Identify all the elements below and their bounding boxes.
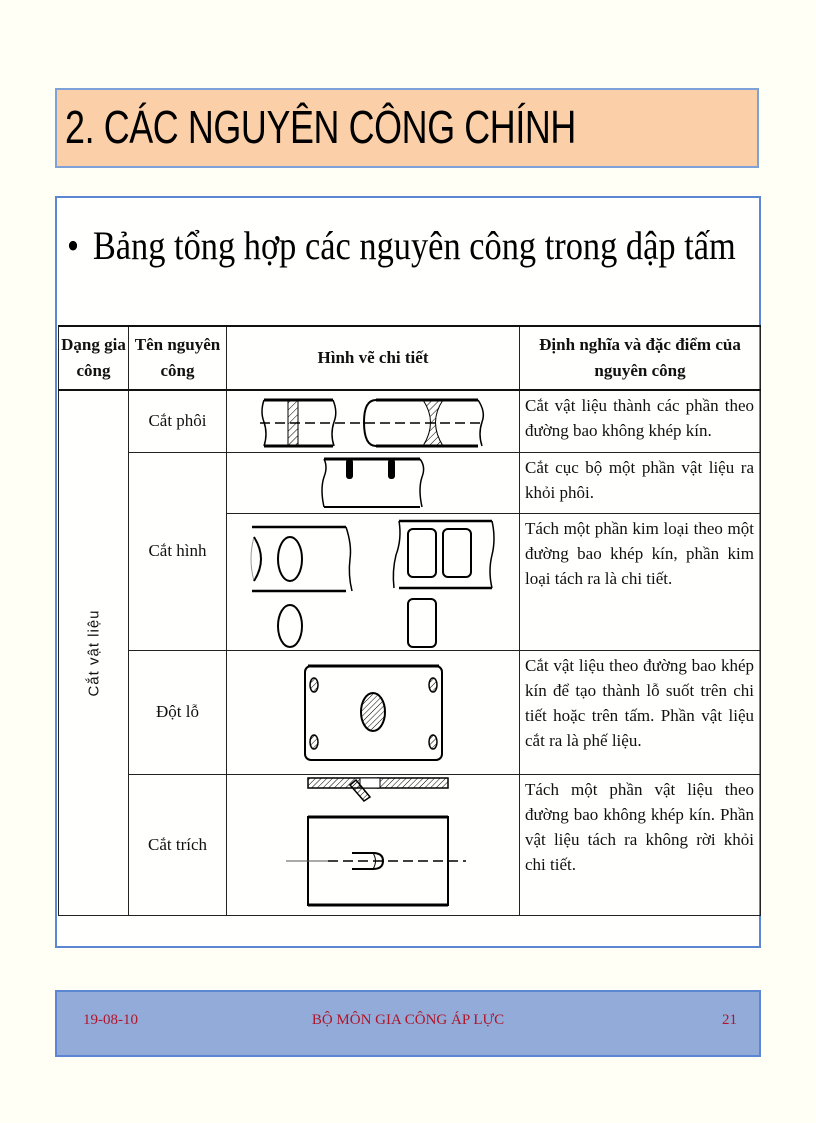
table-row: Tách một phần kim loại theo một đường ba… xyxy=(59,512,761,651)
operation-name: Cắt hình xyxy=(128,451,227,651)
lancing-diagram xyxy=(226,773,520,916)
cutting-blank-diagram xyxy=(226,389,520,453)
content-box: • Bảng tổng hợp các nguyên công trong dập… xyxy=(55,196,761,948)
slide-title: 2. CÁC NGUYÊN CÔNG CHÍNH xyxy=(65,101,576,153)
lancing-diagram-icon xyxy=(286,776,466,906)
bullet-text: Bảng tổng hợp các nguyên công trong dập … xyxy=(92,223,736,268)
footer-page-number: 21 xyxy=(722,1012,737,1028)
table-row: Cắt vật liệu Cắt phôi xyxy=(58,389,761,916)
table-row: Cắt trích xyxy=(59,773,761,916)
blanking-diagram-icon xyxy=(250,519,495,648)
blanking-diagram xyxy=(226,512,520,651)
header-definition: Định nghĩa và đặc điểm của nguyên công xyxy=(519,325,761,391)
operation-name: Đột lỗ xyxy=(128,649,227,775)
notching-diagram-icon xyxy=(321,457,425,508)
notching-diagram xyxy=(226,451,520,514)
punching-diagram-icon xyxy=(304,664,443,761)
punching-diagram xyxy=(226,649,520,775)
bullet-heading: • Bảng tổng hợp các nguyên công trong dập… xyxy=(67,222,736,269)
operation-name: Cắt phôi xyxy=(128,389,227,453)
operation-definition: Tách một phần kim loại theo một đường ba… xyxy=(519,512,761,651)
operations-table: Dạng gia công Tên nguyên công Hình vẽ ch… xyxy=(58,325,761,916)
operation-definition: Cắt vật liệu thành các phần theo đường b… xyxy=(519,389,761,453)
slide-title-box: 2. CÁC NGUYÊN CÔNG CHÍNH xyxy=(55,88,759,168)
operation-name: Cắt trích xyxy=(128,773,227,916)
cutting-blank-diagram-icon xyxy=(260,398,485,448)
operation-definition: Cắt vật liệu theo đường bao khép kín để … xyxy=(519,649,761,775)
header-name: Tên nguyên công xyxy=(128,325,227,391)
header-type: Dạng gia công xyxy=(58,325,129,391)
table-row: Đột lỗ Cắt vật liệu th xyxy=(59,649,761,775)
group-label: Cắt vật liệu xyxy=(85,609,102,697)
header-figure: Hình vẽ chi tiết xyxy=(226,325,520,391)
group-cell: Cắt vật liệu xyxy=(58,389,129,916)
operation-definition: Tách một phần vật liệu theo đường bao kh… xyxy=(519,773,761,916)
table-row: Cắt hình Cắt cục bộ một phần vật liệu ra… xyxy=(59,451,761,651)
footer-department: BỘ MÔN GIA CÔNG ÁP LỰC xyxy=(311,1012,505,1028)
footer-date: 19-08-10 xyxy=(83,1012,138,1028)
operation-definition: Cắt cục bộ một phần vật liệu ra khỏi phô… xyxy=(519,451,761,514)
slide-footer: 19-08-10 BỘ MÔN GIA CÔNG ÁP LỰC 21 xyxy=(55,990,761,1057)
bullet-icon: • xyxy=(67,223,80,268)
table-header-row: Dạng gia công Tên nguyên công Hình vẽ ch… xyxy=(58,325,761,391)
